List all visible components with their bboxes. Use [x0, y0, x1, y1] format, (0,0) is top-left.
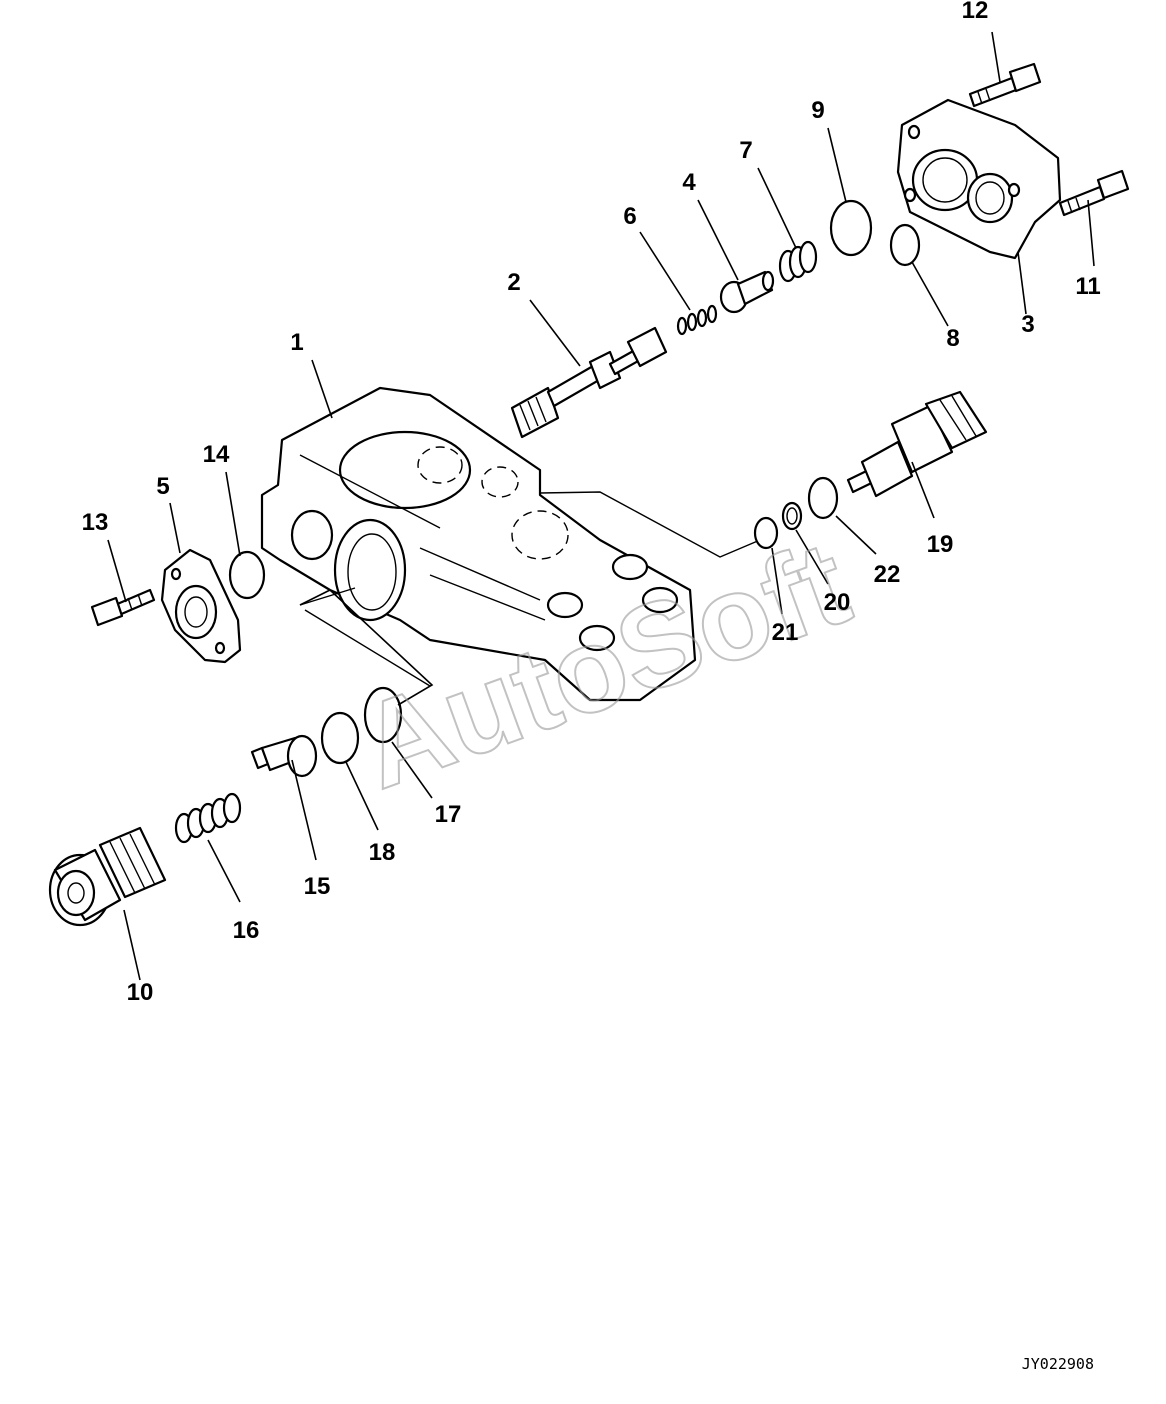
callout-2: 2: [507, 269, 520, 296]
part-8-o-ring[interactable]: [889, 223, 921, 267]
callout-13: 13: [82, 509, 109, 536]
callout-15: 15: [304, 873, 331, 900]
part-3-cover[interactable]: [896, 98, 1062, 260]
part-4-piston[interactable]: [719, 270, 775, 314]
callout-5: 5: [156, 473, 169, 500]
part-19-solenoid-valve[interactable]: [846, 390, 988, 498]
callout-10: 10: [127, 979, 154, 1006]
part-2-spool[interactable]: [510, 326, 668, 439]
part-7-spring[interactable]: [778, 240, 818, 283]
callout-16: 16: [233, 917, 260, 944]
part-13-bolt[interactable]: [90, 588, 156, 627]
part-16-spring[interactable]: [174, 792, 242, 844]
callout-12: 12: [962, 0, 989, 24]
part-10-plug[interactable]: [48, 826, 167, 927]
part-9-o-ring[interactable]: [829, 199, 873, 257]
part-1-valve-body[interactable]: [260, 386, 761, 702]
callout-17: 17: [435, 801, 462, 828]
callout-6: 6: [623, 203, 636, 230]
part-6-spring[interactable]: [676, 304, 718, 336]
callout-4: 4: [682, 169, 696, 196]
part-18-o-ring[interactable]: [320, 711, 360, 765]
callout-18: 18: [369, 839, 396, 866]
part-22-o-ring[interactable]: [807, 476, 839, 520]
callout-1: 1: [290, 329, 303, 356]
callout-20: 20: [824, 589, 851, 616]
part-15-poppet[interactable]: [250, 734, 318, 778]
part-5-flange[interactable]: [160, 548, 242, 664]
bracket-line-17: [299, 589, 434, 706]
callout-7: 7: [739, 137, 752, 164]
callout-3: 3: [1021, 311, 1034, 338]
part-21-o-ring[interactable]: [753, 516, 779, 550]
part-17-o-ring[interactable]: [363, 686, 403, 744]
part-11-bolt[interactable]: [1058, 169, 1130, 217]
part-20-backup-ring[interactable]: [781, 501, 803, 531]
drawing-number: JY022908: [1022, 1355, 1094, 1373]
callout-21: 21: [772, 619, 799, 646]
callout-14: 14: [203, 441, 230, 468]
callout-labels: 1 2 3 4 5 6 7 8 9 10 11 12 13 14 15 16 1…: [82, 0, 1101, 1006]
callout-11: 11: [1075, 273, 1100, 300]
callout-19: 19: [927, 531, 954, 558]
callout-22: 22: [874, 561, 901, 588]
callout-8: 8: [946, 325, 959, 352]
leader-lines: [107, 31, 1095, 981]
part-12-bolt[interactable]: [968, 62, 1042, 108]
callout-9: 9: [811, 97, 824, 124]
part-14-o-ring[interactable]: [228, 550, 266, 600]
